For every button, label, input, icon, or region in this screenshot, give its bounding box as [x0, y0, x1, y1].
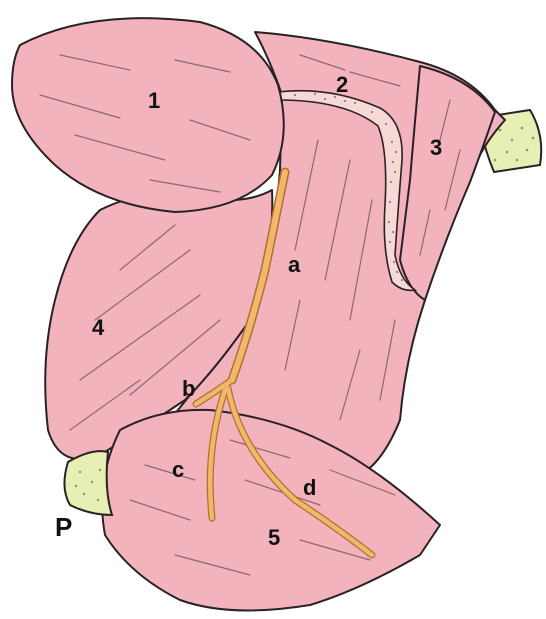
muscle-1-body — [12, 18, 284, 212]
label-muscle-1: 1 — [148, 88, 160, 113]
label-point-p: P — [55, 512, 72, 542]
label-muscle-5: 5 — [268, 525, 280, 550]
label-muscle-4: 4 — [92, 315, 105, 340]
label-muscle-3: 3 — [430, 135, 442, 160]
label-nerve-c: c — [172, 457, 184, 482]
label-muscle-2: 2 — [336, 72, 348, 97]
label-nerve-b: b — [182, 376, 195, 401]
bone-stump-left — [64, 451, 112, 515]
label-nerve-a: a — [288, 252, 301, 277]
label-nerve-d: d — [303, 475, 316, 500]
